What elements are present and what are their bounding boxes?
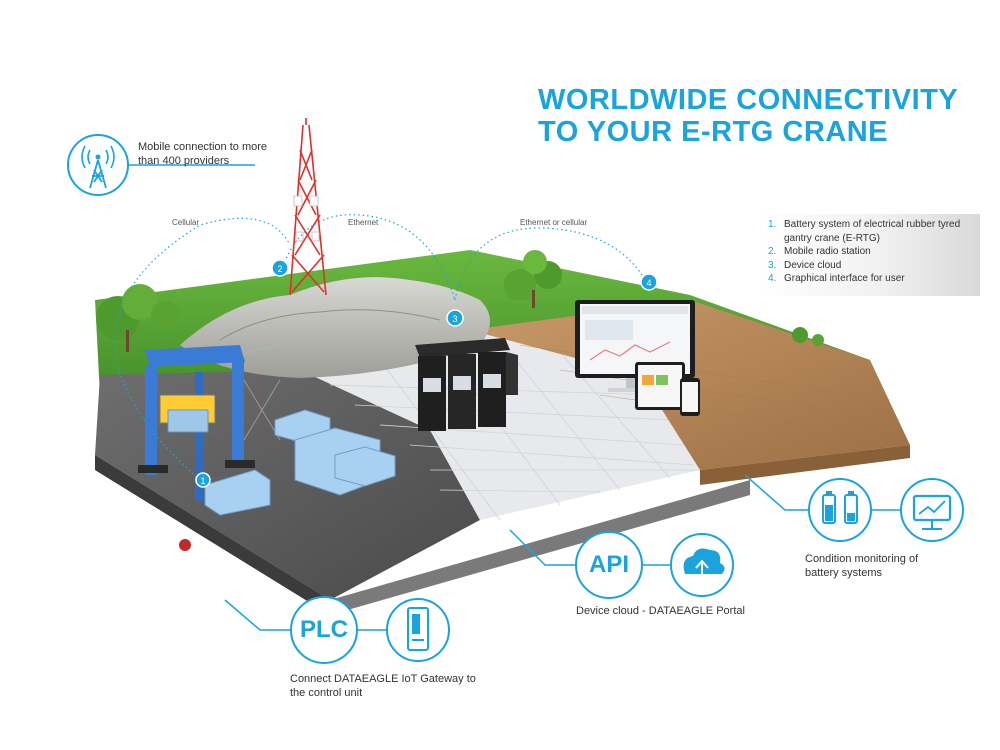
ethernet-label: Ethernet [348, 218, 379, 227]
tower-signal-icon [67, 134, 129, 196]
beacon-icon [179, 539, 191, 551]
containers [204, 409, 396, 516]
battery-icon [808, 478, 872, 542]
callout-lines [125, 164, 900, 631]
cellular-label: Cellular [172, 218, 200, 227]
api-badge-text: API [588, 551, 629, 578]
legend-item: 4. Graphical interface for user [768, 273, 905, 284]
mobile-connection-label: Mobile connection to more than 400 provi… [138, 141, 268, 167]
gateway-device-icon [386, 598, 450, 662]
marker-4: 4 [640, 273, 658, 291]
page-title: WORLDWIDE CONNECTIVITY TO YOUR E-RTG CRA… [538, 84, 988, 148]
user-devices [575, 300, 700, 416]
connection-arcs [114, 214, 649, 481]
server-racks [415, 338, 518, 431]
title-line-1: WORLDWIDE CONNECTIVITY [538, 84, 959, 116]
legend-item: 3. Device cloud [768, 259, 842, 271]
trees [96, 250, 824, 352]
svg-text:4: 4 [646, 278, 651, 288]
api-badge [575, 531, 643, 599]
radio-tower [289, 118, 327, 296]
legend: 1. Battery system of electrical rubber t… [758, 214, 980, 296]
marker-2: 2 [271, 259, 289, 277]
condition-monitoring-label: Condition monitoring of battery systems [805, 553, 919, 579]
marker-3: 3 [446, 309, 464, 327]
svg-text:2: 2 [277, 264, 282, 274]
plc-label: Connect DATAEAGLE IoT Gateway to the con… [290, 673, 476, 699]
svg-text:3: 3 [452, 314, 457, 324]
title-line-2: TO YOUR E-RTG CRANE [538, 116, 889, 148]
plc-badge [290, 596, 358, 664]
svg-text:1: 1 [200, 476, 205, 486]
gantry-crane [138, 345, 281, 502]
ethernet-or-cellular-label: Ethernet or cellular [520, 218, 588, 227]
marker-1: 1 [195, 472, 211, 488]
rock-hill [180, 277, 490, 378]
plc-badge-text: PLC [300, 616, 348, 643]
legend-item: 2. Mobile radio station [768, 246, 871, 257]
monitor-icon [900, 478, 964, 542]
legend-item: 1. Battery system of electrical rubber t… [768, 219, 961, 244]
ground-board [95, 250, 910, 615]
cloud-upload-icon [670, 533, 734, 597]
api-label: Device cloud - DATAEAGLE Portal [576, 605, 745, 617]
